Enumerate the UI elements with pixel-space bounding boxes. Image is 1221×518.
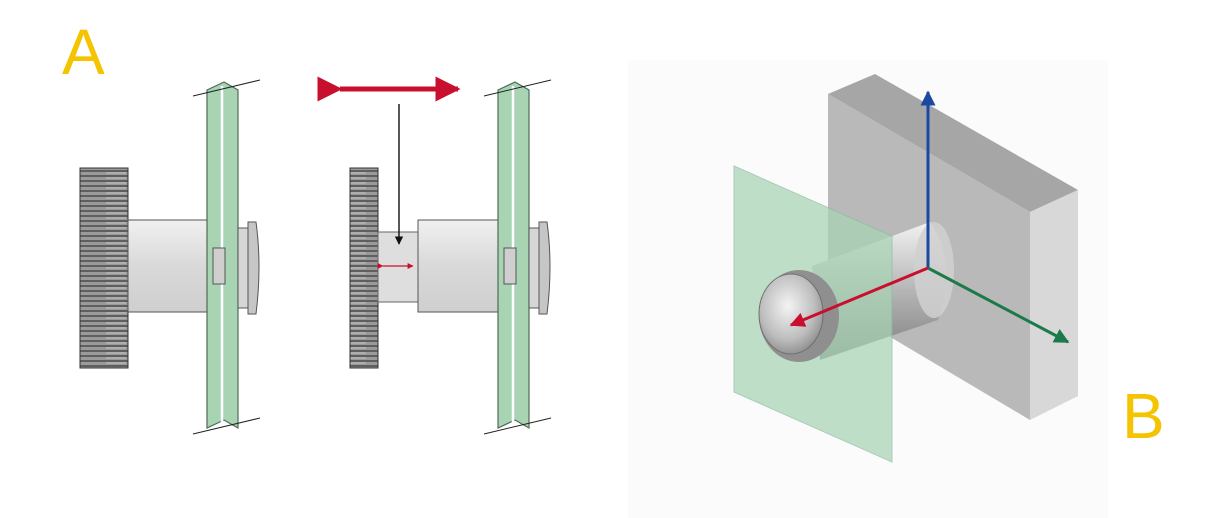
assembly-left — [79, 79, 261, 435]
bolt-neck-left — [212, 247, 226, 285]
gap-sleeve — [377, 231, 419, 303]
axis-arrow-green — [927, 266, 1070, 344]
panel-b-label: B — [1122, 380, 1165, 452]
wall-section-left — [79, 167, 129, 369]
spacer-cylinder-left — [127, 219, 209, 313]
cap-outer-right — [538, 221, 551, 315]
cap-outer-left — [247, 221, 260, 315]
bolt-neck-right — [503, 247, 517, 285]
assembly-right — [349, 79, 552, 435]
cap-disc-face — [758, 273, 824, 355]
axis-arrow-red — [789, 266, 929, 327]
wall-section-right — [349, 167, 379, 369]
spacer-cylinder-right — [417, 219, 499, 313]
panel-a-label: A — [62, 16, 105, 88]
cap-inner-left — [237, 227, 249, 309]
cap-inner-right — [528, 227, 540, 309]
